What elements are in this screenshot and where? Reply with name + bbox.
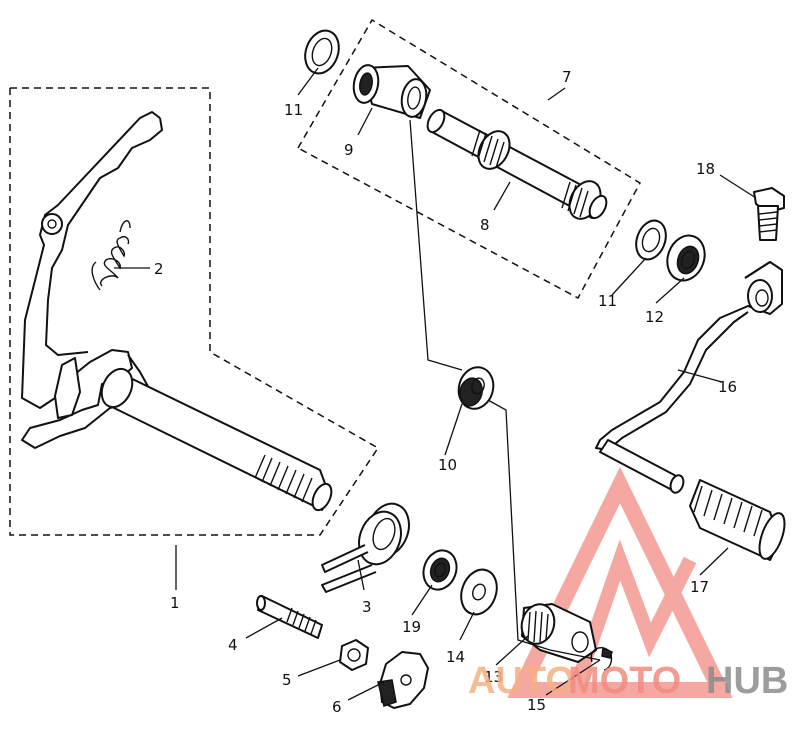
- group-outline-7: [296, 18, 641, 300]
- callout-4: 4: [228, 636, 238, 654]
- leader-lines: [114, 67, 757, 701]
- return-spring: [91, 220, 131, 291]
- callout-8: 8: [480, 216, 490, 234]
- callout-17: 17: [690, 578, 709, 596]
- callout-7: 7: [562, 68, 572, 86]
- watermark-hub: HUB: [706, 660, 788, 702]
- rubber-grommet: [457, 366, 495, 410]
- callout-13: 13: [484, 668, 503, 686]
- rubber-footrest: [689, 479, 786, 561]
- callout-2: 2: [154, 260, 164, 278]
- callout-15: 15: [527, 696, 546, 714]
- shift-lever-13: [520, 603, 597, 663]
- oil-seal-12: [666, 234, 706, 282]
- stud-bolt: [256, 595, 323, 639]
- washer-11-top: [304, 29, 340, 75]
- callout-12: 12: [645, 308, 664, 326]
- callout-1: 1: [170, 594, 180, 612]
- washer-14: [460, 568, 498, 616]
- callout-3: 3: [362, 598, 372, 616]
- watermark-logo: [507, 466, 733, 698]
- group-outline-1: [9, 87, 380, 536]
- watermark-text: AUTO MOTO HUB: [468, 660, 788, 702]
- callout-18: 18: [696, 160, 715, 178]
- watermark-moto: MOTO: [568, 660, 681, 702]
- washer-11-right: [635, 219, 667, 261]
- callout-11-right: 11: [598, 292, 617, 310]
- gear-shaft: [426, 108, 608, 220]
- callout-6: 6: [332, 698, 342, 716]
- callout-19: 19: [402, 618, 421, 636]
- cover-plate: [377, 651, 429, 709]
- shift-shaft-assembly: [21, 111, 333, 512]
- callout-11-top: 11: [284, 101, 303, 119]
- hex-nut: [339, 639, 369, 671]
- callout-5: 5: [282, 671, 292, 689]
- seal-19: [422, 549, 458, 591]
- callout-14: 14: [446, 648, 465, 666]
- pinch-bolt: [753, 187, 785, 241]
- callout-10: 10: [438, 456, 457, 474]
- shaft-sleeve: [352, 64, 431, 119]
- callout-16: 16: [718, 378, 737, 396]
- callout-9: 9: [344, 141, 354, 159]
- torsion-spring: [321, 502, 410, 593]
- assembly-centerline: [409, 119, 601, 661]
- circlip-15: [590, 646, 613, 671]
- shift-pedal-arm: [595, 261, 783, 494]
- watermark-auto: AUTO: [468, 660, 575, 702]
